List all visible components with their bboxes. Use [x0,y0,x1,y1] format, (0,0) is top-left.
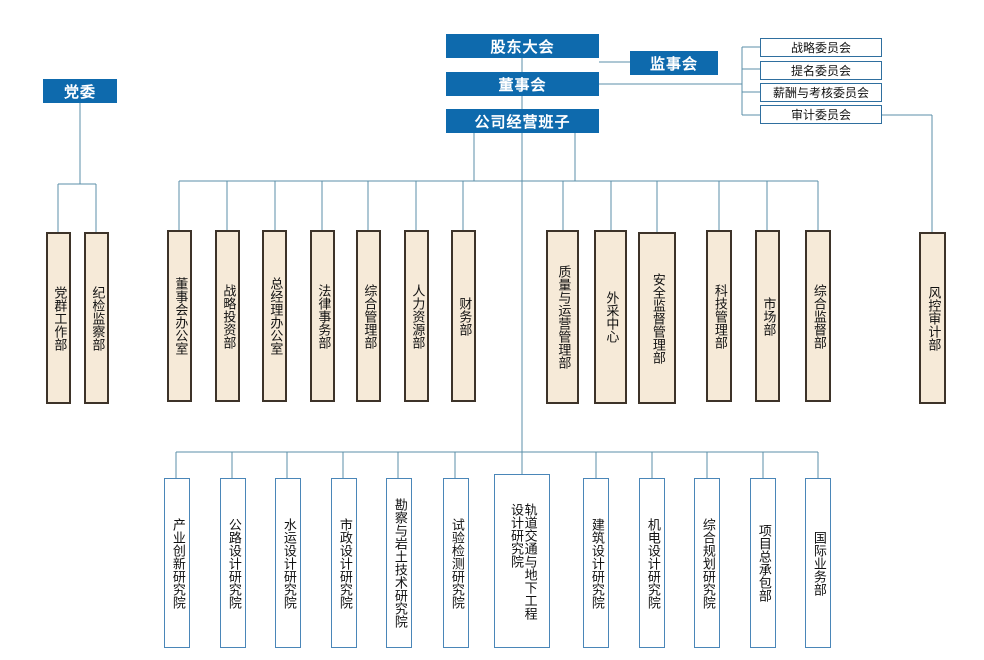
dept-label: 党群工作部 [51,285,67,351]
dept-board-office: 董事会办公室 [167,230,192,402]
dept-market: 市场部 [755,230,780,402]
board-label: 董事会 [498,75,547,94]
dept-label: 人力资源部 [409,283,425,349]
institute-label: 项目总承包部 [755,524,771,602]
committee-strategy: 战略委员会 [760,38,882,57]
management-label: 公司经营班子 [474,112,571,131]
institute-label: 综合规划研究院 [699,517,715,609]
dept-risk-audit: 风控审计部 [919,232,946,404]
dept-supervision: 综合监督部 [805,230,831,402]
institute-municipal: 市政设计研究院 [331,478,357,648]
institute-label: 产业创新研究院 [169,517,185,609]
party-committee-label: 党委 [63,82,96,101]
committee-label: 提名委员会 [790,64,851,78]
institute-geotechnical: 勘察与岩土技术研究院 [386,478,412,648]
institute-label: 机电设计研究院 [644,517,660,609]
institute-highway: 公路设计研究院 [220,478,246,648]
dept-party-affairs: 党群工作部 [46,232,71,404]
dept-discipline: 纪检监察部 [84,232,109,404]
institute-label: 试验检测研究院 [448,517,464,609]
committee-label: 薪酬与考核委员会 [772,86,869,100]
dept-procurement: 外采中心 [594,230,627,404]
dept-label: 纪检监察部 [89,285,105,351]
institute-rail-underground: 轨道交通与地下工程 设计研究院 [494,474,550,648]
institute-planning: 综合规划研究院 [694,478,720,648]
institute-label: 市政设计研究院 [336,517,352,609]
institute-label: 建筑设计研究院 [588,517,604,609]
dept-label: 风控审计部 [925,285,941,351]
committee-label: 审计委员会 [790,108,851,122]
supervisors-label: 监事会 [649,54,698,73]
dept-quality-operations: 质量与运营管理部 [546,230,579,404]
dept-label: 综合管理部 [361,283,377,349]
dept-safety: 安全监督管理部 [638,232,676,404]
dept-general-office: 总经理办公室 [262,230,287,402]
dept-label: 质量与运营管理部 [555,265,571,369]
dept-label: 董事会办公室 [172,277,188,355]
supervisors-box: 监事会 [630,51,718,75]
committee-label: 战略委员会 [790,41,851,55]
dept-finance: 财务部 [451,230,476,402]
dept-label: 综合监督部 [810,283,826,349]
dept-technology: 科技管理部 [706,230,732,402]
dept-label: 法律事务部 [315,283,331,349]
dept-label: 市场部 [760,296,776,336]
management-box: 公司经营班子 [446,109,599,133]
shareholders-label: 股东大会 [490,37,555,56]
institute-label: 水运设计研究院 [280,517,296,609]
dept-label: 安全监督管理部 [649,272,665,364]
institute-testing: 试验检测研究院 [443,478,469,648]
shareholders-box: 股东大会 [446,34,599,58]
dept-label: 总经理办公室 [267,277,283,355]
dept-international: 国际业务部 [805,478,831,648]
institute-label: 勘察与岩土技术研究院 [391,498,407,628]
dept-strategy-investment: 战略投资部 [215,230,240,402]
committee-compensation: 薪酬与考核委员会 [760,83,882,102]
dept-admin: 综合管理部 [356,230,381,402]
dept-label: 外采中心 [603,291,619,343]
party-committee-box: 党委 [43,79,117,103]
dept-epc: 项目总承包部 [750,478,776,648]
dept-hr: 人力资源部 [404,230,429,402]
committee-audit: 审计委员会 [760,105,882,124]
institute-electromechanical: 机电设计研究院 [639,478,665,648]
institute-label: 轨道交通与地下工程 设计研究院 [508,502,537,620]
institute-label: 国际业务部 [810,530,826,596]
institute-waterway: 水运设计研究院 [275,478,301,648]
institute-architecture: 建筑设计研究院 [583,478,609,648]
dept-label: 财务部 [456,296,472,336]
board-box: 董事会 [446,72,599,96]
institute-label: 公路设计研究院 [225,517,241,609]
committee-nomination: 提名委员会 [760,61,882,80]
institute-industry-innovation: 产业创新研究院 [164,478,190,648]
dept-legal: 法律事务部 [310,230,335,402]
dept-label: 科技管理部 [711,283,727,349]
dept-label: 战略投资部 [220,283,236,349]
